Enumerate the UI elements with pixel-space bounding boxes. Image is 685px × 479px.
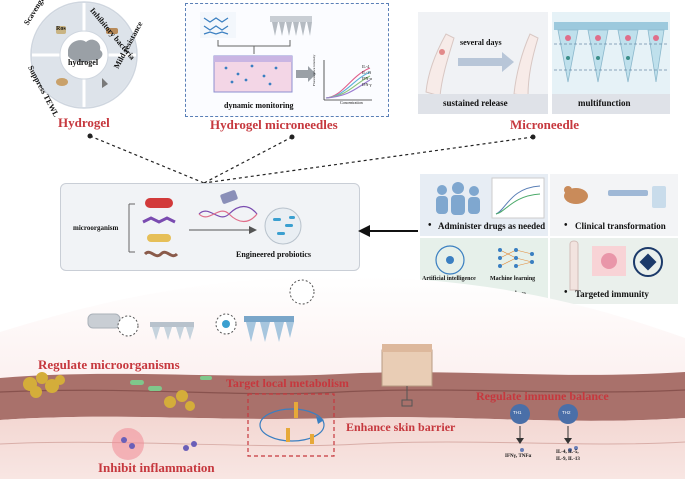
- graph-x-label: Concentration: [340, 100, 363, 105]
- target-local-metabolism-label: Target local metabolism: [226, 376, 349, 390]
- th2-output-label-2: IL-9, IL-13: [556, 457, 580, 462]
- graph-legend-4: IFN-γ: [362, 82, 372, 87]
- clinical-transformation-label: Clinical transformation: [575, 221, 666, 231]
- microneedle-title: Microneedle: [510, 117, 580, 132]
- enhance-skin-barrier-label: Enhance skin barrier: [346, 420, 456, 434]
- ros-badge: Ros: [56, 26, 66, 32]
- skin-scene: [0, 276, 685, 479]
- hydrogel-microneedles-panel: [185, 3, 389, 117]
- hydrogel-center-label: hydrogel: [68, 58, 99, 67]
- targeted-immunity-label: Targeted immunity: [575, 289, 649, 299]
- th1-output-label: IFNγ, TNFα: [505, 454, 532, 459]
- th2-output-label-1: IL-4, IL-5,: [556, 450, 579, 455]
- bullet-clinical: •: [564, 220, 568, 231]
- microneedle-panel: [418, 12, 670, 114]
- bullet-administer: •: [428, 220, 432, 231]
- several-days-label: several days: [460, 38, 502, 47]
- applications-panel: [420, 174, 678, 304]
- regulate-immune-balance-label: Regulate immune balance: [476, 389, 609, 403]
- regulate-microorganisms-label: Regulate microorganisms: [38, 357, 180, 372]
- administer-drugs-label: Administer drugs as needed: [438, 221, 546, 231]
- th1-label: TH1: [513, 410, 522, 415]
- left-arrow: [358, 225, 418, 237]
- th2-label: TH2: [562, 410, 571, 415]
- graph-legend-3: IFN-α: [362, 76, 372, 81]
- multifunction-caption: multifunction: [578, 98, 631, 108]
- hydrogel-title: Hydrogel: [58, 115, 110, 130]
- hydrogel-microneedles-title: Hydrogel microneedles: [210, 117, 338, 132]
- hydrogel-panel: [22, 0, 152, 112]
- inhibit-inflammation-label: Inhibit inflammation: [98, 460, 215, 475]
- graph-legend-2: IL-13: [362, 70, 372, 75]
- engineered-probiotics-label: Engineered probiotics: [236, 250, 312, 259]
- ml-label: Machine learning: [490, 276, 536, 282]
- ai-label: Artificial intelligence: [422, 276, 476, 282]
- probiotics-panel: [60, 183, 360, 271]
- sustained-release-caption: sustained release: [443, 98, 508, 108]
- graph-legend-1: IL-4: [362, 64, 370, 69]
- microorganism-label: microorganism: [73, 224, 119, 232]
- dynamic-monitoring-caption: dynamic monitoring: [224, 101, 294, 110]
- bullet-targeted: •: [564, 287, 568, 298]
